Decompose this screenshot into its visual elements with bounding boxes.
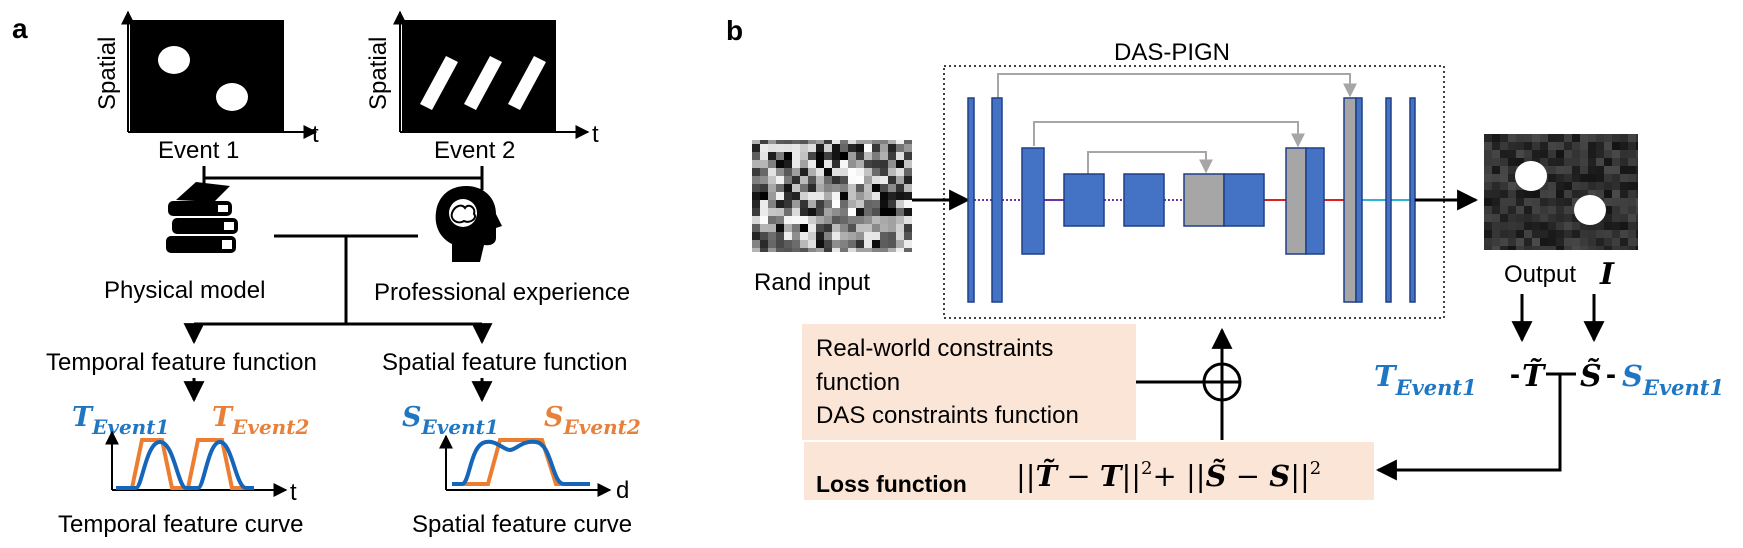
event1-blob: [216, 83, 248, 111]
output-blob: [1515, 161, 1547, 191]
event1-blob: [158, 46, 190, 74]
eq-s-tilde: S̃: [1580, 359, 1602, 394]
eq-t-event1: TEvent1: [1374, 359, 1477, 400]
output-layer: [1409, 97, 1416, 303]
event1-image: [130, 20, 284, 132]
skip-connections: [997, 73, 1357, 174]
decoder-layer: [1223, 173, 1265, 227]
encoder-layer: [1063, 173, 1105, 227]
loss-label: Loss function: [816, 471, 967, 497]
network-layers: [967, 97, 1416, 303]
decoder-layer: [1385, 97, 1392, 303]
books-icon: [166, 182, 238, 253]
event1-ylabel: Spatial: [94, 37, 121, 110]
temporal-curve-caption: Temporal feature curve: [58, 511, 303, 538]
spatial-legend-1: SEvent1: [402, 402, 499, 439]
spatial-curve-blue: [452, 439, 590, 486]
spatial-legend-2: SEvent2: [544, 402, 641, 439]
temporal-legend-1: TEvent1: [72, 402, 169, 439]
constraints-line1: Real-world constraints: [816, 335, 1053, 362]
output-blob: [1574, 195, 1606, 225]
output-image: [1484, 134, 1638, 250]
temporal-function-label: Temporal feature function: [46, 349, 317, 376]
spatial-curve-caption: Spatial feature curve: [412, 511, 632, 538]
constraints-box: [802, 324, 1136, 440]
event2-stripe: [508, 56, 546, 110]
flow-connector: [183, 234, 493, 403]
output-label: Output: [1504, 261, 1576, 288]
decoder-concat-layer: [1285, 147, 1307, 255]
event-bracket: [202, 166, 484, 190]
temporal-legend-2: TEvent2: [212, 402, 309, 439]
constraints-line2: function: [816, 369, 900, 396]
comparison-equation: TEvent1 - T̃ S̃ - SEvent1: [1374, 358, 1724, 400]
encoder-layer: [991, 97, 1003, 303]
loss-formula: ||T̃ − T||2+ ||S̃ − S||2: [1016, 458, 1321, 493]
decoder-layer: [1305, 147, 1325, 255]
event2-xlabel: t: [592, 121, 599, 148]
physical-model-label: Physical model: [104, 277, 265, 304]
panel-a-label: a: [12, 13, 28, 44]
head-brain-icon: [435, 186, 502, 262]
temporal-feature-curve: TEvent1 TEvent2 t Temporal feature curve: [58, 402, 309, 538]
event2-plot: Spatial t Event 2: [365, 10, 599, 164]
rand-input-label: Rand input: [754, 269, 870, 296]
decoder-concat-layer: [1343, 97, 1357, 303]
eq-dash: -: [1606, 358, 1616, 391]
rand-input-image: [752, 140, 912, 252]
eq-dash: -: [1510, 358, 1520, 391]
encoder-layer: [967, 97, 975, 303]
loss-box: [804, 442, 1374, 500]
professional-experience-label: Professional experience: [374, 279, 630, 306]
event1-plot: Spatial t Event 1: [94, 10, 319, 164]
temporal-curve-orange: [116, 438, 254, 490]
event2-caption: Event 2: [434, 137, 515, 164]
eq-s-event1: SEvent1: [1622, 359, 1724, 400]
decoder-concat-layer: [1183, 173, 1225, 227]
output-symbol: I: [1599, 257, 1615, 292]
temporal-curve-blue: [116, 439, 254, 490]
sum-node: [1136, 327, 1242, 440]
event1-xlabel: t: [312, 121, 319, 148]
loss-feedback-arrow: [1375, 374, 1562, 481]
encoder-layer: [1021, 147, 1045, 255]
network-box: [943, 65, 1445, 319]
decoder-layer: [1355, 97, 1363, 303]
event2-ylabel: Spatial: [365, 37, 392, 110]
spatial-curve-xlabel: d: [616, 477, 629, 504]
event1-caption: Event 1: [158, 137, 239, 164]
event2-stripe: [464, 56, 502, 110]
panel-b-label: b: [726, 15, 743, 46]
event2-stripe: [420, 56, 458, 110]
constraints-line3: DAS constraints function: [816, 402, 1079, 429]
spatial-feature-curve: SEvent1 SEvent2 d Spatial feature curve: [402, 402, 641, 538]
bottleneck-layer: [1123, 173, 1165, 227]
temporal-curve-xlabel: t: [290, 479, 297, 506]
network-title: DAS-PIGN: [1114, 39, 1230, 66]
eq-t-tilde: T̃: [1522, 359, 1547, 394]
spatial-function-label: Spatial feature function: [382, 349, 628, 376]
